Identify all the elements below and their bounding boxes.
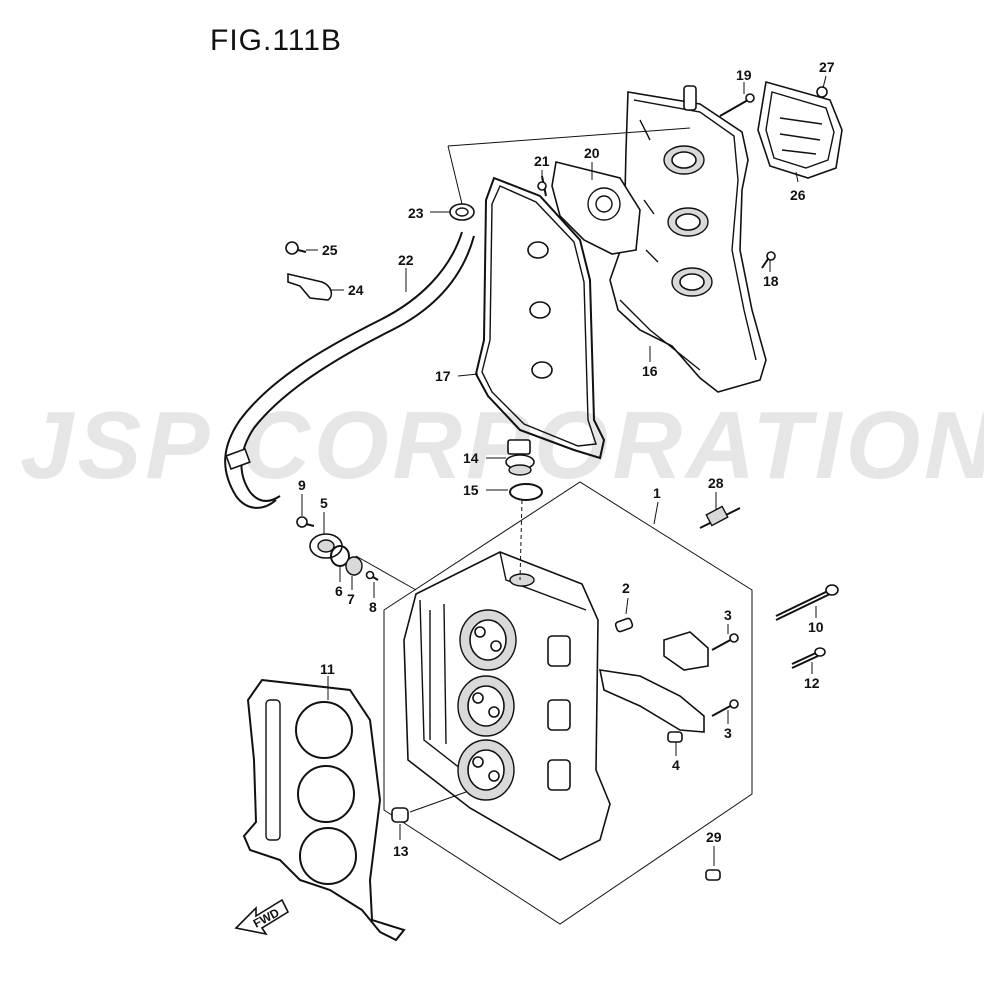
callout-7: 7 [347, 591, 355, 607]
cover-plate [757, 80, 843, 179]
watermark-text: JSP CORPORATION [20, 392, 984, 499]
bolt-18 [761, 251, 776, 269]
head-gasket [242, 678, 406, 942]
cylinder-head [403, 551, 611, 861]
callout-28: 28 [708, 475, 724, 491]
thermostat-cover [309, 533, 343, 559]
callout-23: 23 [408, 205, 424, 221]
bolt-27 [816, 75, 828, 98]
fwd-arrow-icon: FWD [234, 898, 290, 936]
callout-19: 19 [736, 67, 752, 83]
callout-3-lower: 3 [724, 725, 732, 741]
reference-lines [447, 127, 691, 205]
figure-title: FIG.111B [210, 24, 342, 57]
callout-4: 4 [672, 757, 680, 773]
dowel-pin-29 [705, 869, 721, 881]
callout-16: 16 [642, 363, 658, 379]
callout-26: 26 [790, 187, 806, 203]
callout-17: 17 [435, 368, 451, 384]
filler-leader [519, 499, 523, 581]
thermostat-leader [355, 555, 417, 591]
hose-clip-23 [449, 203, 475, 221]
oil-filler-cap [505, 439, 535, 476]
bolt-9 [296, 516, 315, 528]
bolt-3-upper [711, 633, 739, 651]
dowel-pin-13 [391, 807, 409, 823]
cam-bracket [598, 631, 709, 733]
callout-2: 2 [622, 580, 630, 596]
callout-18: 18 [763, 273, 779, 289]
callout-15: 15 [463, 482, 479, 498]
callout-20: 20 [584, 145, 600, 161]
callout-3-upper: 3 [724, 607, 732, 623]
callout-24: 24 [348, 282, 364, 298]
callout-8: 8 [369, 599, 377, 615]
callout-5: 5 [320, 495, 328, 511]
dowel-pin-4 [667, 731, 683, 743]
bolt-21 [537, 175, 547, 197]
dowel-pin-2 [614, 617, 634, 633]
thermostat [345, 556, 363, 576]
cover-gasket [474, 176, 606, 460]
callout-22: 22 [398, 252, 414, 268]
spark-plug [699, 505, 741, 529]
o-ring-15 [509, 483, 543, 501]
bolt-3-lower [711, 699, 739, 717]
bolt-8 [365, 570, 379, 581]
bolt-12 [791, 647, 826, 669]
callout-10: 10 [808, 619, 824, 635]
bolt-19 [719, 82, 755, 117]
callout-27: 27 [819, 59, 835, 75]
callout-9: 9 [298, 477, 306, 493]
callout-11: 11 [320, 661, 335, 677]
callout-6: 6 [335, 583, 343, 599]
breather-hose [224, 231, 475, 509]
callout-14: 14 [463, 450, 479, 466]
callout-29: 29 [706, 829, 722, 845]
callout-1: 1 [653, 485, 661, 501]
callout-12: 12 [804, 675, 820, 691]
assembly-box [383, 481, 753, 925]
breather-plate [551, 161, 641, 255]
callout-25: 25 [322, 242, 338, 258]
bolt-25 [285, 241, 307, 255]
hose-bracket [287, 272, 333, 301]
dowel-leader [409, 791, 467, 813]
callouts: 1 2 3 3 4 5 6 7 8 9 10 11 12 13 14 15 16 [298, 59, 835, 866]
watermark: JSP CORPORATION [20, 392, 984, 499]
bolt-10 [775, 584, 839, 621]
callout-13: 13 [393, 843, 409, 859]
callout-21: 21 [534, 153, 550, 169]
cylinder-head-cover [609, 85, 767, 393]
